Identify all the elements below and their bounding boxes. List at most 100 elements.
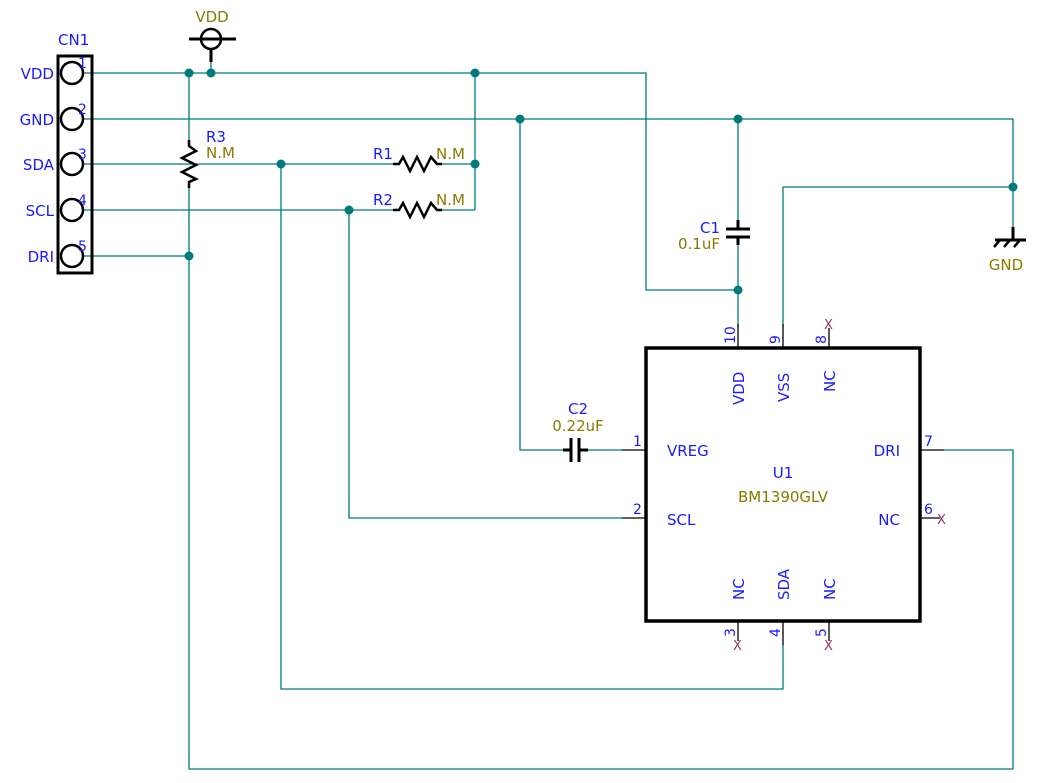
pin-name: VREG	[667, 442, 709, 460]
pin-name: SDA	[775, 568, 793, 600]
ic-pin-6[interactable]: 6 NC X	[878, 502, 946, 529]
r3-designator: R3	[206, 128, 226, 146]
pin-name: NC	[730, 578, 748, 600]
r2-value: N.M	[436, 191, 465, 209]
cn1-pin-5[interactable]: 5 DRI	[28, 239, 87, 269]
ic-pin-5[interactable]: 5 NC X	[814, 578, 839, 654]
gnd-power-label: GND	[989, 256, 1023, 274]
u1-part-number: BM1390GLV	[738, 488, 829, 506]
cn1-pin-3[interactable]: 3 SDA	[23, 147, 87, 177]
c2-value: 0.22uF	[552, 417, 604, 435]
no-connect-x-icon: X	[733, 639, 742, 654]
c2-designator: C2	[568, 400, 588, 418]
pin-circle-icon	[59, 151, 85, 177]
junction-dot	[344, 205, 354, 215]
r1-designator: R1	[373, 145, 393, 163]
junction-dot	[206, 68, 216, 78]
ic-pin-3[interactable]: 3 NC X	[723, 578, 748, 654]
wire-scl-ic[interactable]	[348, 210, 622, 519]
capacitor-c1[interactable]: C1 0.1uF	[678, 219, 750, 253]
u1-designator: U1	[773, 464, 794, 482]
cn1-pin-name: SDA	[23, 156, 55, 174]
pin-name: VSS	[775, 373, 793, 402]
junction-dot	[1008, 182, 1018, 192]
pin-number: 2	[633, 502, 642, 518]
cn1-pin-number: 3	[78, 147, 87, 163]
c1-value: 0.1uF	[678, 235, 720, 253]
junction-dot	[470, 159, 480, 169]
resistor-zigzag-icon	[179, 140, 199, 188]
cn1-pin-2[interactable]: 2 GND	[20, 102, 87, 132]
junction-dot	[276, 159, 286, 169]
cn1-pin-name: VDD	[21, 65, 54, 83]
gnd-hatch-icon	[1003, 239, 1011, 248]
wire-vss[interactable]	[782, 186, 1013, 327]
cn1-pin-1[interactable]: 1 VDD	[21, 56, 87, 86]
r1-value: N.M	[436, 145, 465, 163]
junction-dot	[515, 114, 525, 124]
capacitor-c2[interactable]: C2 0.22uF	[552, 400, 604, 462]
resistor-r1[interactable]: R1 N.M	[373, 145, 465, 174]
junction-dot	[184, 68, 194, 78]
junction-dot	[733, 285, 743, 295]
junction-dot	[184, 251, 194, 261]
pin-circle-icon	[59, 60, 85, 86]
pin-name: NC	[878, 511, 900, 529]
cn1-pin-name: DRI	[28, 248, 54, 266]
junction-dot	[733, 114, 743, 124]
wire-gnd[interactable]	[84, 118, 1014, 228]
pin-name: VDD	[730, 372, 748, 405]
ic-pin-2[interactable]: 2 SCL	[622, 502, 696, 529]
ic-u1[interactable]: U1 BM1390GLV 1 VREG 2 SCL 7 DRI 6 NC X	[622, 318, 946, 654]
junction-dot	[470, 68, 480, 78]
pin-circle-icon	[59, 243, 85, 269]
pin-name: DRI	[874, 442, 900, 460]
cn1-pin-number: 1	[78, 56, 87, 72]
wire-vreg[interactable]	[519, 119, 563, 451]
r3-value: N.M	[206, 144, 235, 162]
cn1-pin-name: GND	[20, 111, 54, 129]
vdd-power-symbol[interactable]: VDD	[189, 8, 236, 62]
pin-name: NC	[821, 578, 839, 600]
ic-pin-9[interactable]: 9 VSS	[768, 324, 793, 402]
pin-number: 10	[723, 326, 739, 344]
pin-number: 6	[924, 502, 933, 518]
cn1-pin-number: 5	[78, 239, 87, 255]
c1-designator: C1	[700, 219, 720, 237]
pin-number: 4	[768, 628, 784, 637]
wire-vdd[interactable]	[84, 72, 738, 291]
pin-circle-icon	[59, 197, 85, 223]
cn1-pin-name: SCL	[26, 202, 55, 220]
r2-designator: R2	[373, 191, 393, 209]
pin-circle-icon	[59, 106, 85, 132]
pin-name: SCL	[667, 511, 696, 529]
gnd-hatch-icon	[1013, 239, 1021, 248]
resistor-r3[interactable]: R3 N.M	[179, 128, 235, 188]
pin-name: NC	[821, 370, 839, 392]
ic-pin-10[interactable]: 10 VDD	[723, 324, 748, 405]
wires	[84, 57, 1014, 770]
ic-pin-7[interactable]: 7 DRI	[874, 434, 944, 460]
connector-cn1[interactable]: CN1 1 VDD 2 GND 3 SDA 4 SCL 5 DRI	[20, 31, 94, 275]
cn1-pin-number: 2	[78, 102, 87, 118]
vdd-power-label: VDD	[195, 8, 228, 26]
ic-pin-4[interactable]: 4 SDA	[768, 568, 793, 645]
resistor-zigzag-icon	[393, 200, 442, 220]
pin-number: 7	[924, 434, 933, 450]
pin-number: 9	[768, 335, 784, 344]
ic-pin-1[interactable]: 1 VREG	[622, 434, 709, 460]
pin-number: 8	[814, 335, 830, 344]
ic-pin-8[interactable]: 8 NC X	[814, 318, 839, 392]
gnd-hatch-icon	[993, 239, 1001, 248]
cn1-pin-4[interactable]: 4 SCL	[26, 193, 87, 223]
wire-dri[interactable]	[188, 188, 1014, 770]
wire-sda-ic[interactable]	[280, 164, 784, 690]
gnd-power-symbol[interactable]: GND	[989, 227, 1026, 274]
junctions	[184, 68, 1018, 295]
cn1-body	[56, 54, 94, 275]
no-connect-x-icon: X	[937, 513, 946, 528]
resistor-zigzag-icon	[393, 154, 442, 174]
no-connect-x-icon: X	[824, 318, 833, 333]
cn1-designator: CN1	[58, 31, 89, 49]
resistor-r2[interactable]: R2 N.M	[373, 191, 465, 220]
